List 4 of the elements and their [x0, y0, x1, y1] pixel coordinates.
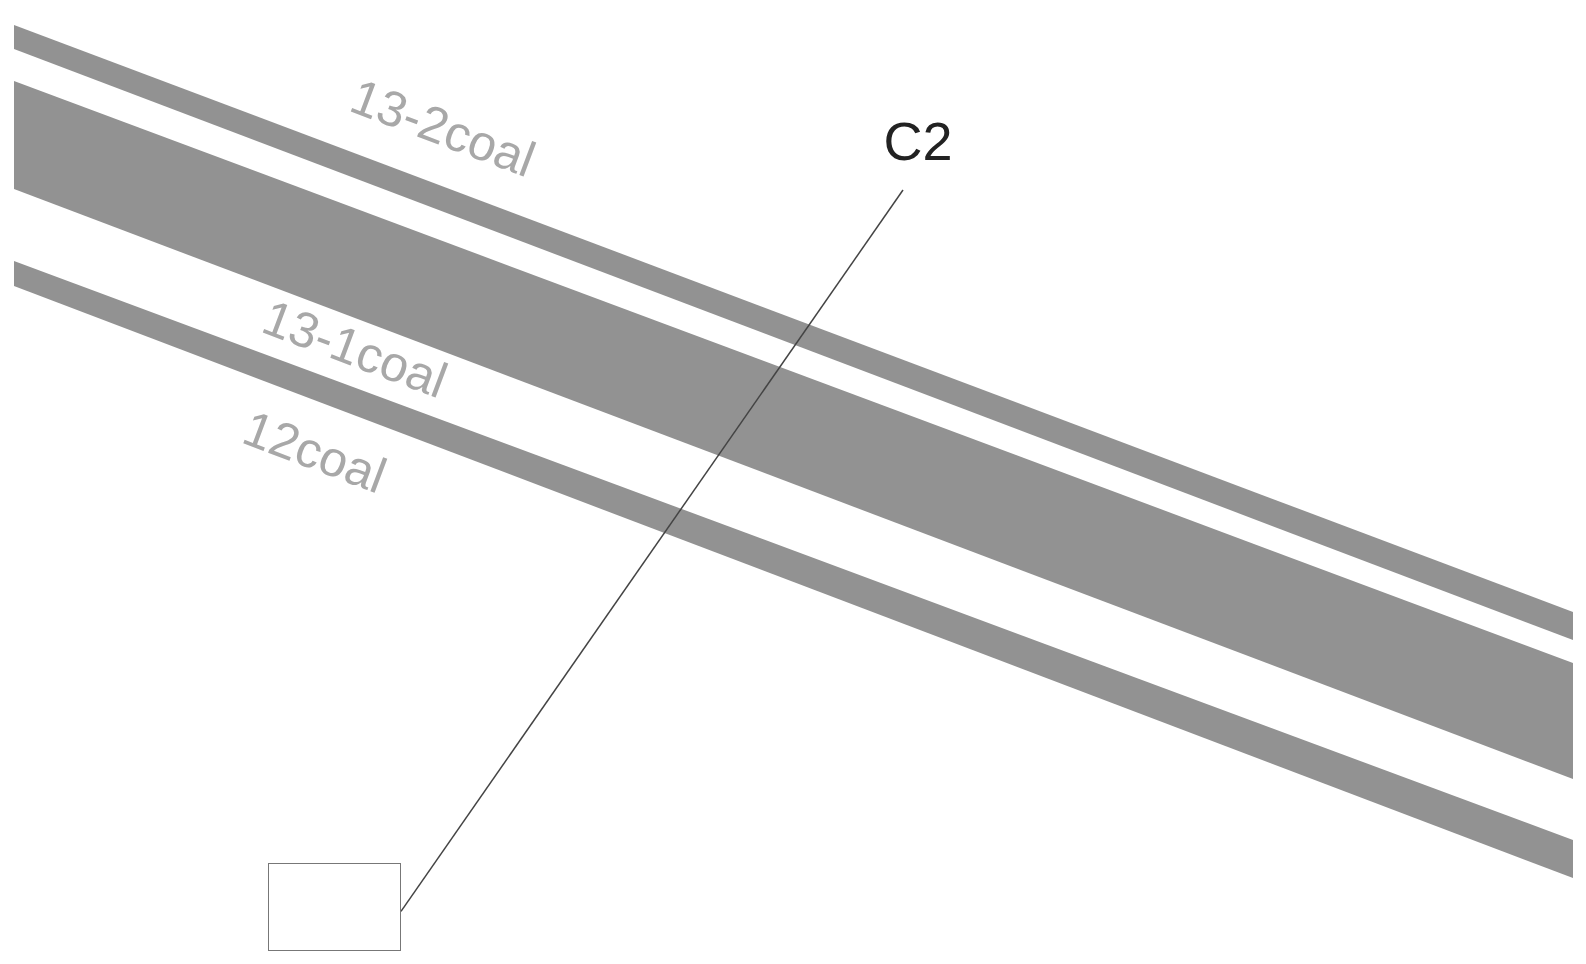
seam-label: 12coal [236, 402, 392, 502]
borehole-label: C2 [872, 92, 964, 190]
borehole-box [268, 863, 401, 951]
borehole-line [400, 189, 904, 913]
